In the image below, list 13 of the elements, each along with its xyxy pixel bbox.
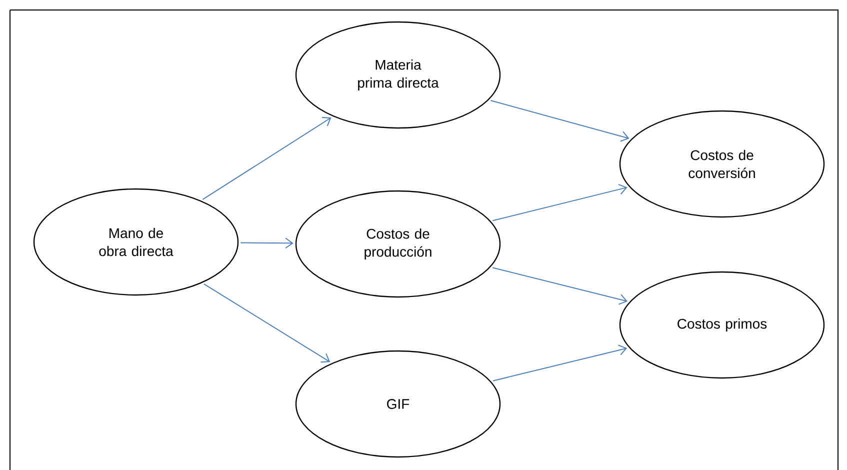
arrow (492, 267, 628, 305)
arrow (203, 283, 330, 363)
ellipse-node: Costos de conversión (619, 110, 825, 218)
arrow (202, 117, 332, 200)
ellipse-node: Costos primos (619, 271, 825, 379)
arrow (492, 344, 628, 382)
arrow (490, 100, 630, 142)
ellipse-node: Costos de producción (295, 190, 501, 298)
ellipse-node: Mano de obra directa (33, 188, 239, 296)
arrow (492, 184, 628, 222)
ellipse-node: GIF (295, 350, 501, 458)
arrow (240, 238, 294, 249)
ellipse-node: Materia prima directa (295, 21, 501, 129)
